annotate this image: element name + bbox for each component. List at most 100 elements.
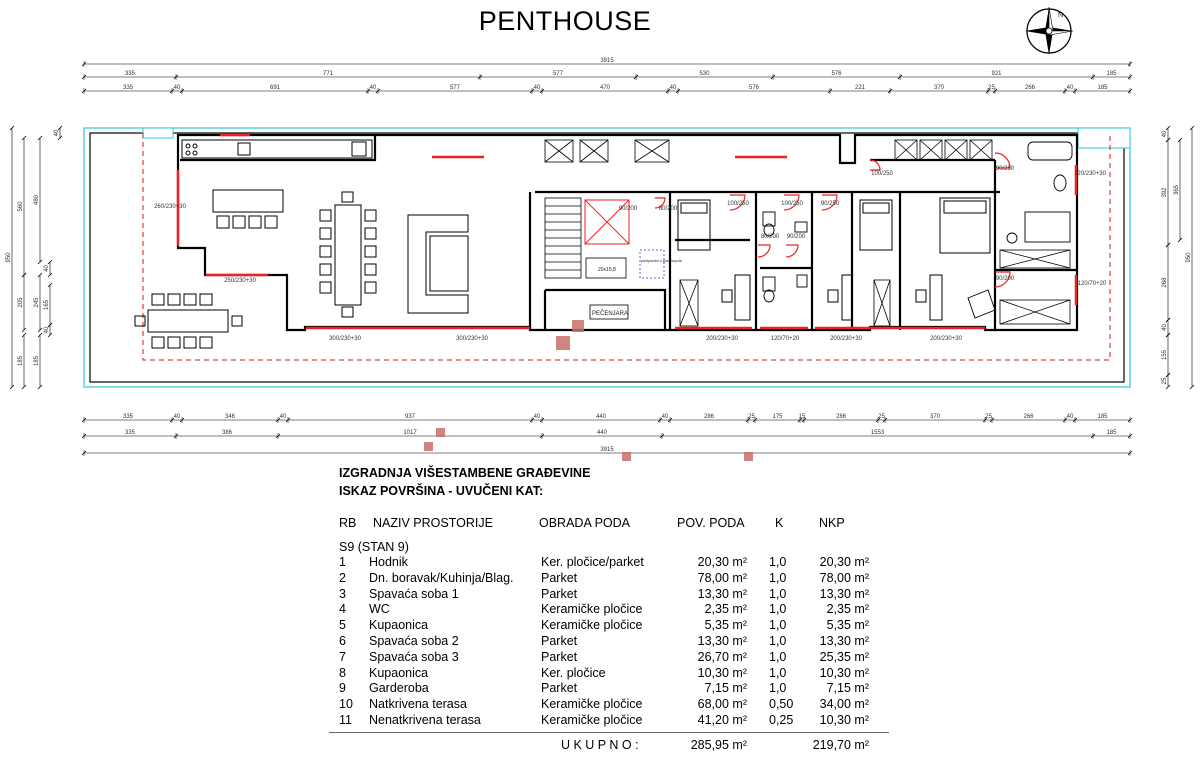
row-number: 9 xyxy=(339,681,346,696)
net-area: 78,00 m² xyxy=(819,570,869,585)
dimension-label: 577 xyxy=(450,85,461,91)
floor-area: 10,30 m² xyxy=(697,665,747,680)
room-name: Hodnik xyxy=(369,555,408,569)
opening-label: 90/250 xyxy=(821,201,840,207)
total-net-area: 219,70 m² xyxy=(812,738,869,752)
coefficient: 1,0 xyxy=(769,681,787,696)
dimension-label: 386 xyxy=(222,430,233,436)
table-heading: IZGRADNJA VIŠESTAMBENE GRAĐEVINE xyxy=(339,466,591,480)
total-label: U K U P N O : xyxy=(561,738,639,752)
coefficient: 1,0 xyxy=(769,570,787,585)
compass-label: N xyxy=(1058,12,1063,19)
column-header: NAZIV PROSTORIJE xyxy=(373,516,493,530)
dimension-label: 40 xyxy=(44,326,50,333)
net-area: 10,30 m² xyxy=(819,713,869,727)
column-header: K xyxy=(775,516,784,530)
dining-table-large xyxy=(319,191,377,318)
dimension-label: 1017 xyxy=(403,430,417,436)
dimension-label: 576 xyxy=(831,71,842,77)
floor-finish: Parket xyxy=(541,649,578,664)
floor-finish: Keramičke pločice xyxy=(541,618,643,633)
dimension-label: 576 xyxy=(749,85,760,91)
dimension-label: 155 xyxy=(1162,349,1168,360)
dimension-label: 40 xyxy=(662,414,669,420)
dimension-label: 165 xyxy=(44,299,50,310)
opening-label: 200/230+30 xyxy=(830,336,863,342)
opening-label: 250/230+30 xyxy=(224,278,257,284)
floor-finish: Parket xyxy=(541,586,578,601)
net-area: 13,30 m² xyxy=(819,634,869,648)
floor-finish: Ker. pločice xyxy=(541,665,606,680)
dimension-label: 335 xyxy=(125,430,136,436)
dimension-label: 40 xyxy=(1067,85,1074,91)
opening-label: 80/200 xyxy=(659,206,678,212)
table-subheading: ISKAZ POVRŠINA - UVUČENI KAT: xyxy=(339,484,544,498)
row-number: 8 xyxy=(339,665,346,680)
dimension-label: 185 xyxy=(1097,414,1108,420)
compass-icon: N xyxy=(1025,6,1074,55)
dimension-label: 40 xyxy=(1067,414,1074,420)
dimension-label: 185 xyxy=(18,355,24,366)
floor-finish: Keramičke pločice xyxy=(541,697,643,712)
pecenjara-box xyxy=(589,304,629,320)
dimension-label: 335 xyxy=(123,85,134,91)
floor-area: 13,30 m² xyxy=(697,634,747,648)
dimension-label: 266 xyxy=(1023,414,1034,420)
dimension-label: 15 xyxy=(799,414,806,420)
opening-label: 90/200 xyxy=(619,206,638,212)
dimension-label: 221 xyxy=(855,85,866,91)
opening-label: 300/230+30 xyxy=(329,336,362,342)
floor-area: 7,15 m² xyxy=(704,681,747,696)
coefficient: 1,0 xyxy=(769,618,787,633)
floor-area: 41,20 m² xyxy=(697,713,747,727)
floor-finish: Parket xyxy=(541,634,578,648)
terrace-outline xyxy=(83,127,1131,388)
column-header: RB xyxy=(339,516,357,530)
row-number: 3 xyxy=(339,586,346,601)
floor-area: 78,00 m² xyxy=(697,570,747,585)
dimension-label: 40 xyxy=(370,85,377,91)
room-name: Spavaća soba 2 xyxy=(369,634,459,648)
dimension-label: 577 xyxy=(553,71,564,77)
unit-label: S9 (STAN 9) xyxy=(339,540,409,554)
dimension-label: 185 xyxy=(1097,85,1108,91)
dimension-label: 25 xyxy=(985,414,992,420)
net-area: 25,35 m² xyxy=(819,649,869,664)
dimension-label: 335 xyxy=(125,71,136,77)
room-name: Nenatkrivena terasa xyxy=(369,713,481,727)
dimension-label: 185 xyxy=(34,355,40,366)
eave-line xyxy=(142,133,1111,361)
dimension-label: 3915 xyxy=(600,447,614,453)
opening-label: 120/70+20 xyxy=(771,336,800,342)
opening-label: 120/70+20 xyxy=(1078,281,1107,287)
sofa xyxy=(407,214,469,314)
dimension-label: 691 xyxy=(270,85,281,91)
lift-note: predprostor u gradi kupola xyxy=(641,259,682,263)
dimension-label: 286 xyxy=(704,414,715,420)
coefficient: 0,50 xyxy=(769,697,794,712)
dimension-label: 440 xyxy=(597,430,608,436)
floor-area: 2,35 m² xyxy=(704,602,747,617)
floor-area: 26,70 m² xyxy=(697,649,747,664)
stairs-label: 20x15,8 xyxy=(598,267,616,273)
opening-label: 90/200 xyxy=(996,276,1015,282)
opening-label: 80/200 xyxy=(761,234,780,240)
dimension-label: 25 xyxy=(748,414,755,420)
net-area: 13,30 m² xyxy=(819,586,869,601)
dimension-label: 40 xyxy=(534,414,541,420)
dimension-label: 440 xyxy=(596,414,607,420)
page-title: PENTHOUSE xyxy=(478,6,652,36)
floor-area: 13,30 m² xyxy=(697,586,747,601)
floor-finish: Parket xyxy=(541,681,578,696)
terrace-dining-table xyxy=(134,293,243,349)
room-name: Spavaća soba 3 xyxy=(369,649,459,664)
opening-label: 100/250 xyxy=(871,171,893,177)
floor-finish: Keramičke pločice xyxy=(541,713,643,727)
dimension-label: 40 xyxy=(280,414,287,420)
net-area: 5,35 m² xyxy=(826,618,869,633)
total-divider xyxy=(329,732,889,733)
dimension-label: 25 xyxy=(988,85,995,91)
